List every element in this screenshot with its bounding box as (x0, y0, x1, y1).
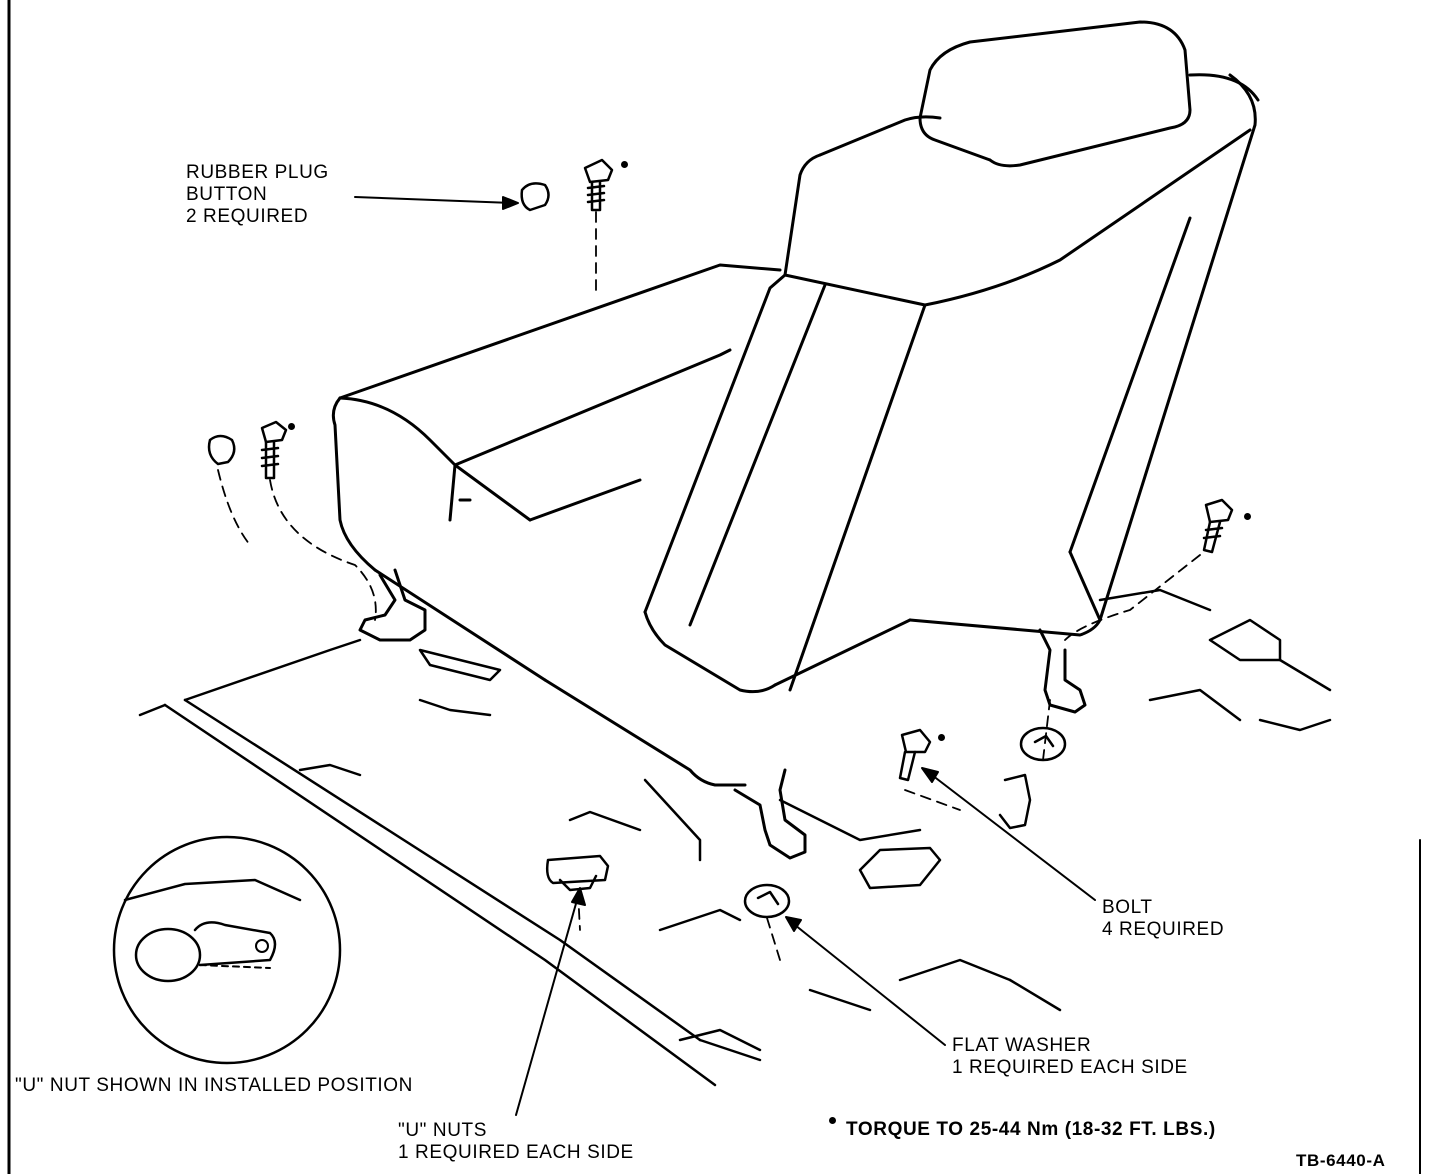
torque-dot-icon (829, 1117, 836, 1124)
u-nut-installed-inset (112, 835, 342, 1065)
u-nut-icon (545, 773, 1032, 892)
torque-dot-icon (621, 161, 628, 168)
torque-spec: TORQUE TO 25-44 Nm (18-32 FT. LBS.) (846, 1119, 1216, 1140)
u-nuts-label-line-2: 1 REQUIRED EACH SIDE (398, 1142, 634, 1163)
floor-pan (138, 588, 1332, 1087)
bolt-label-line-2: 4 REQUIRED (1102, 919, 1225, 940)
seat-icon (331, 20, 1260, 860)
bolt-label-line-1: BOLT (1102, 897, 1153, 918)
torque-dot-icon (1244, 513, 1251, 520)
leader-lines (354, 196, 1096, 1116)
rubber-plug-label-line-3: 2 REQUIRED (186, 206, 309, 227)
torque-dot-icon (938, 734, 945, 741)
flat-washer-label: FLAT WASHER 1 REQUIRED EACH SIDE (952, 1035, 1188, 1079)
rubber-plug-label-line-1: RUBBER PLUG (186, 162, 329, 183)
figure-id: TB-6440-A (1296, 1151, 1386, 1170)
bolt-icon (260, 158, 1234, 782)
bolt-label: BOLT 4 REQUIRED (1102, 897, 1224, 941)
installation-guide-lines (217, 211, 1201, 961)
torque-dot-icon (288, 423, 295, 430)
flat-washer-label-line-2: 1 REQUIRED EACH SIDE (952, 1057, 1188, 1078)
flat-washer-label-line-1: FLAT WASHER (952, 1035, 1092, 1056)
rubber-plug-label-line-2: BUTTON (186, 184, 268, 205)
rubber-plug-label: RUBBER PLUG BUTTON 2 REQUIRED (186, 162, 329, 228)
rubber-plug-icon (207, 182, 550, 466)
u-nuts-label-line-1: "U" NUTS (398, 1120, 488, 1141)
u-nuts-label: "U" NUTS 1 REQUIRED EACH SIDE (398, 1120, 634, 1164)
u-nut-installed-caption: "U" NUT SHOWN IN INSTALLED POSITION (15, 1075, 413, 1096)
